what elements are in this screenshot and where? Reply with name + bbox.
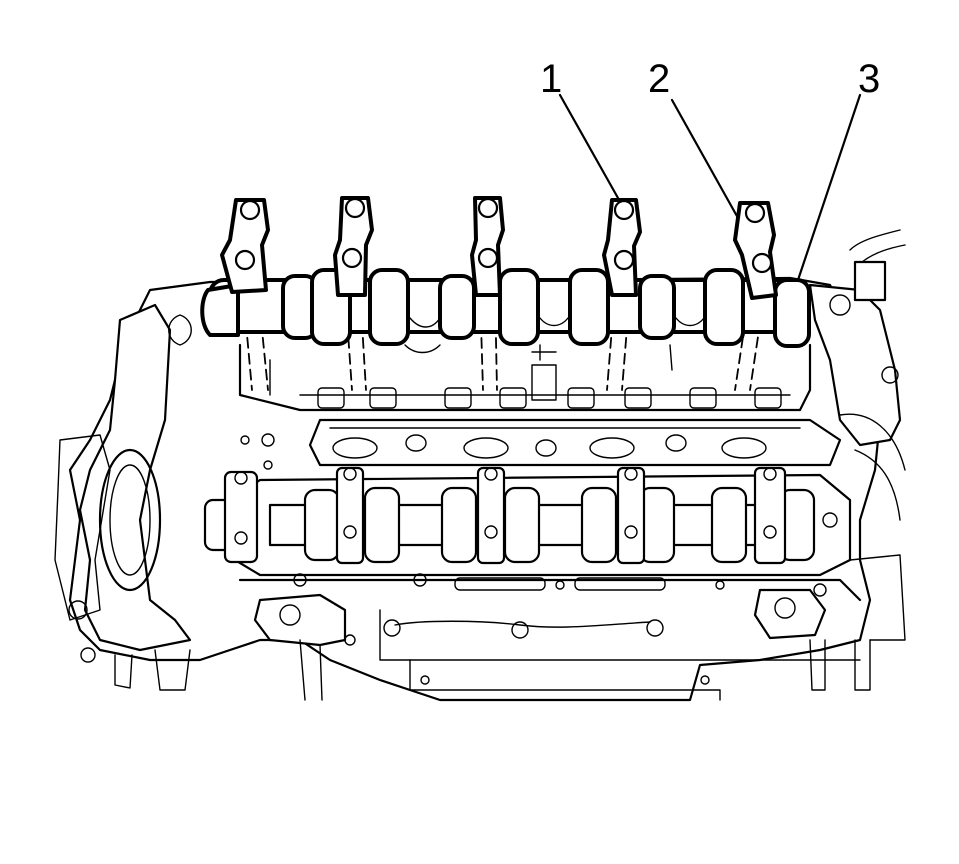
bearing-cap-5 bbox=[733, 201, 778, 300]
exhaust-camshaft bbox=[203, 466, 852, 577]
leader-line-2 bbox=[670, 98, 740, 220]
bearing-cap-4 bbox=[602, 198, 642, 297]
callout-leaders bbox=[558, 93, 862, 282]
upper-deck bbox=[238, 343, 812, 412]
exhaust-cam-lobes bbox=[303, 486, 816, 564]
exhaust-bearing-caps bbox=[223, 466, 787, 565]
valve-lifter-row bbox=[317, 387, 782, 409]
bearing-cap-3 bbox=[470, 196, 505, 297]
bearing-cap-2 bbox=[333, 196, 374, 297]
callout-label-1: 1 bbox=[540, 57, 562, 101]
leader-line-1 bbox=[558, 93, 620, 200]
spark-plug-rail bbox=[240, 418, 842, 470]
callout-label-2: 2 bbox=[648, 57, 670, 101]
camshaft-bearing-caps bbox=[220, 196, 778, 300]
bearing-cap-1 bbox=[220, 198, 270, 294]
callout-label-3: 3 bbox=[858, 57, 880, 101]
leader-line-3 bbox=[796, 93, 862, 282]
lower-head-details bbox=[238, 573, 871, 701]
